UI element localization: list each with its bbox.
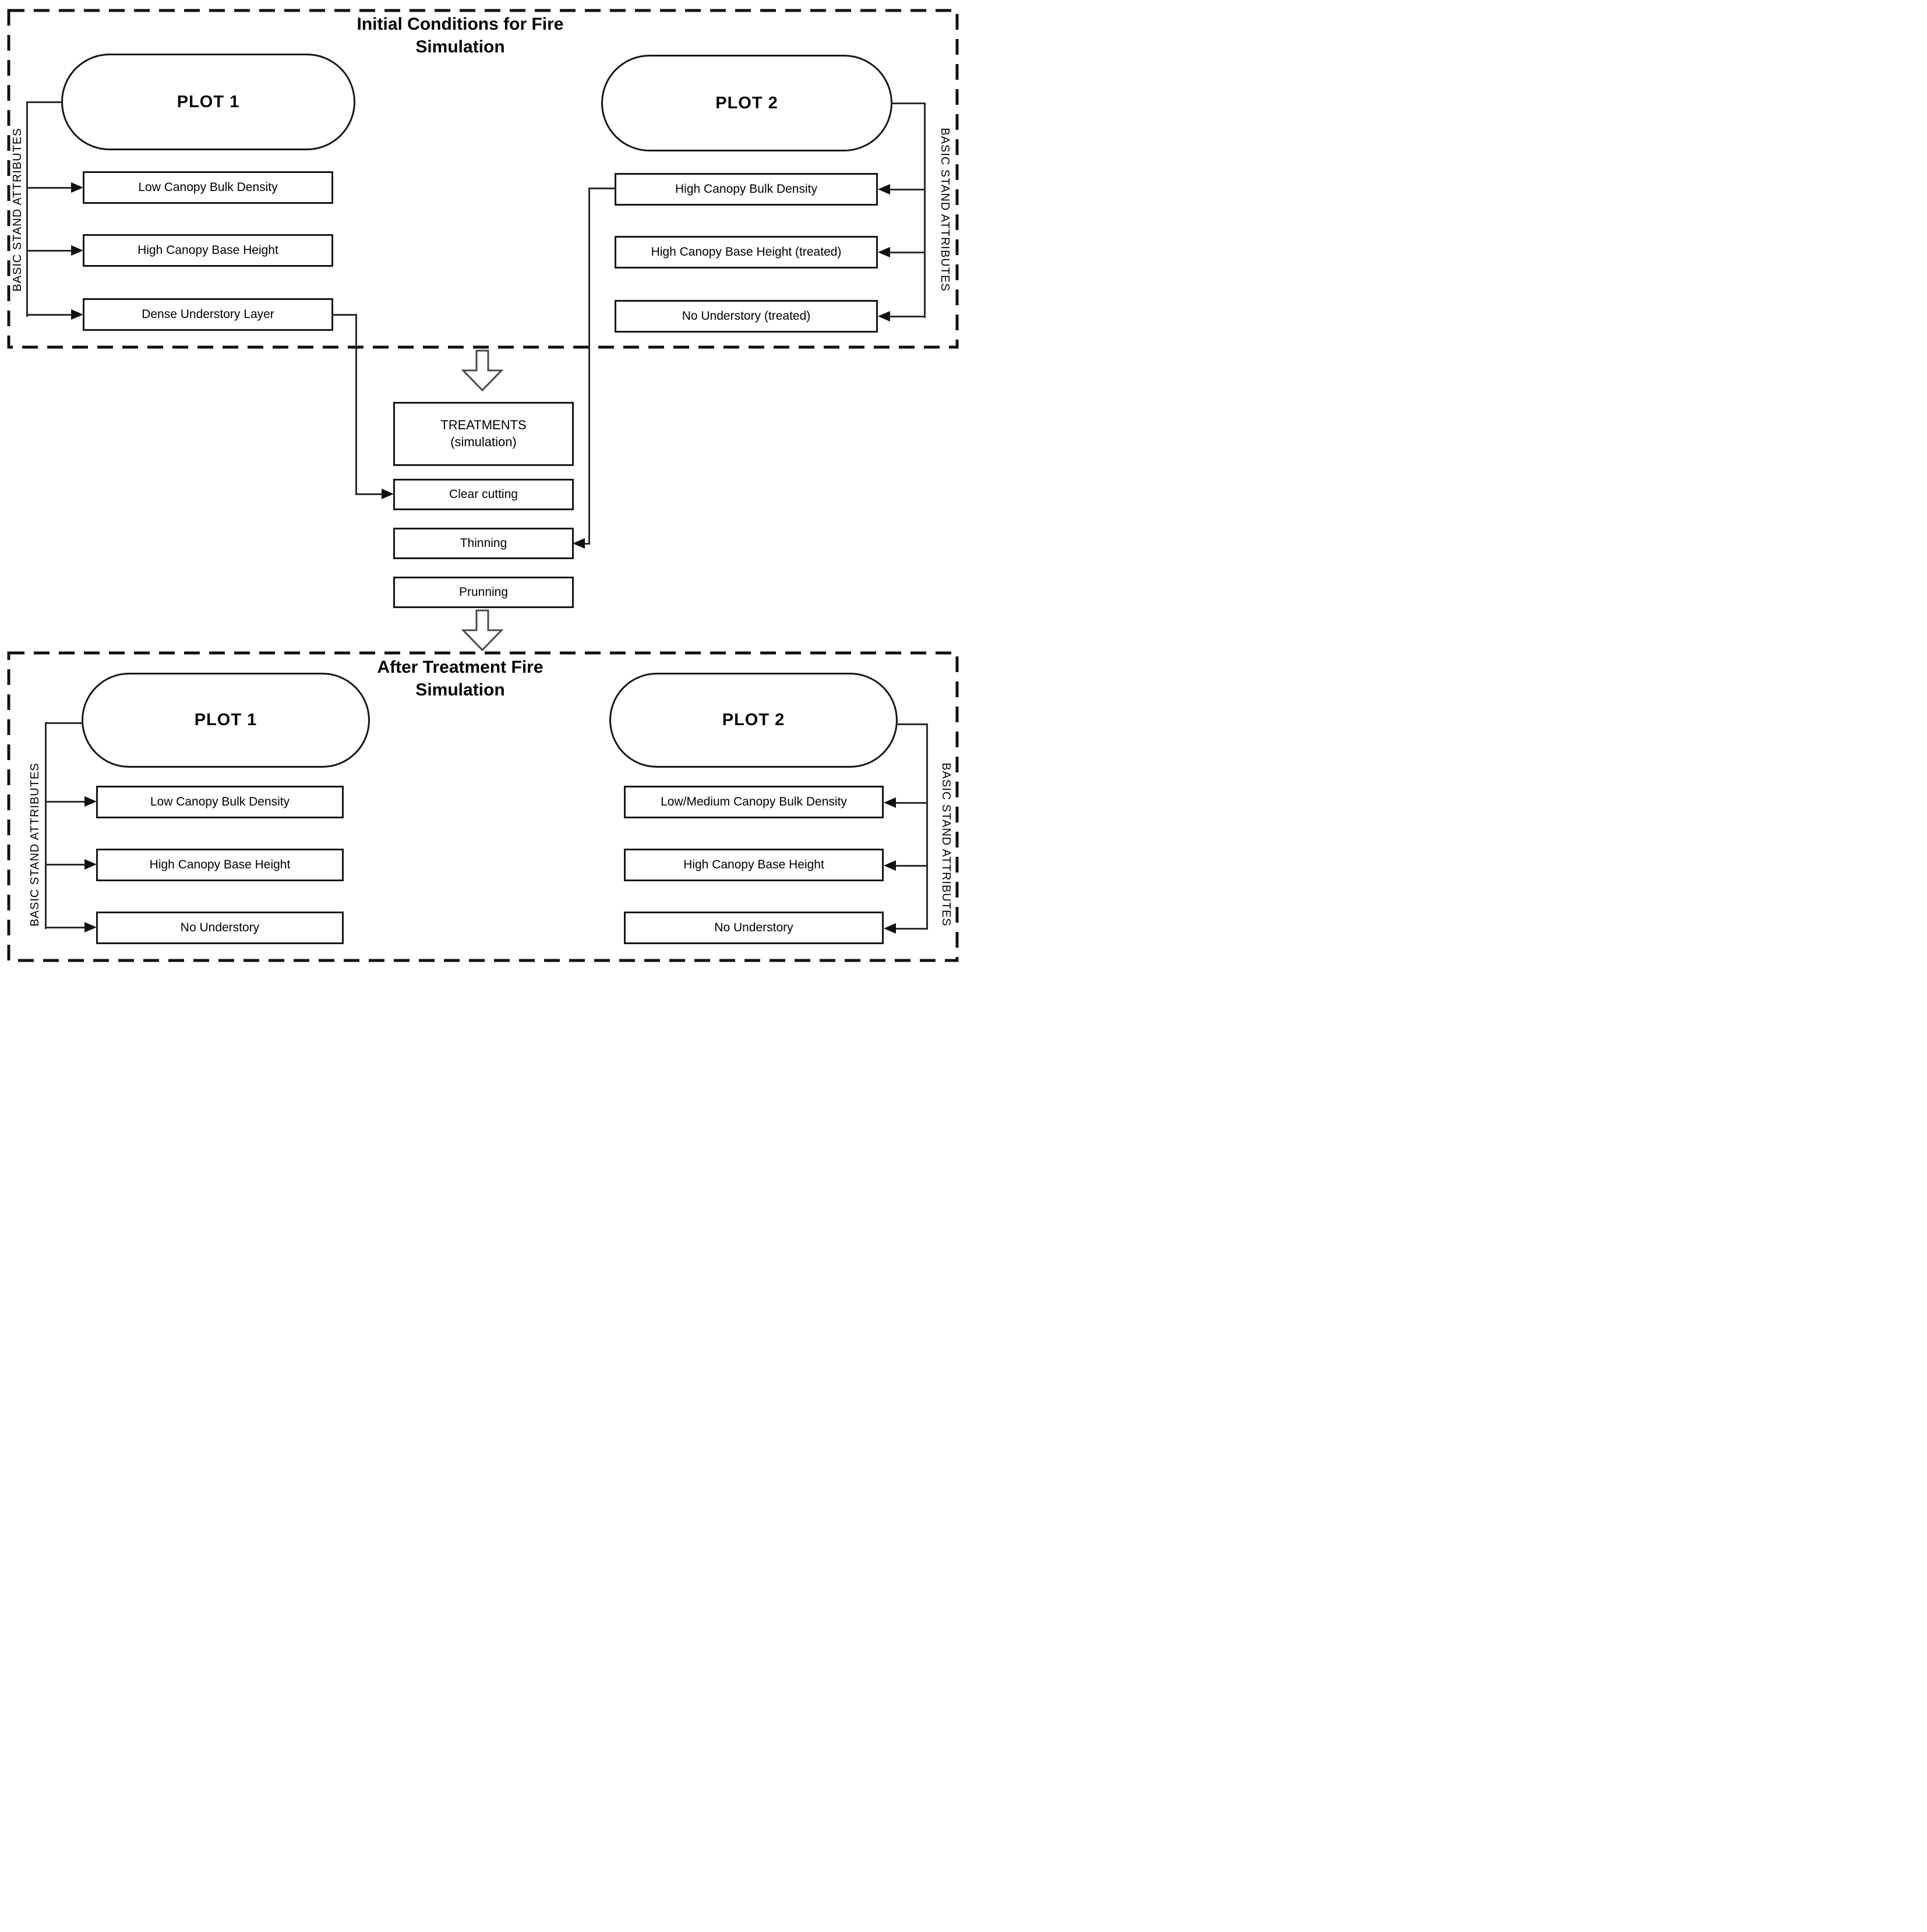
understory-to-clearcutting-vline (355, 314, 357, 495)
bottom-plot2-attribute-box-1: Low/Medium Canopy Bulk Density (624, 786, 884, 818)
bottom-plot2-side-label: BASIC STAND ATTRIBUTES (940, 762, 952, 927)
top-plot2-connector-vline (924, 103, 926, 318)
initial-conditions-title-line2: Simulation (415, 37, 505, 56)
arrowhead-left-icon (884, 797, 896, 808)
top-plot1-attribute-box-3: Dense Understory Layer (83, 298, 333, 331)
arrowhead-left-icon (884, 860, 896, 871)
top-plot1-branch-line-2 (26, 250, 71, 252)
bottom-plot1-shape: PLOT 1 (82, 673, 370, 768)
top-plot1-connector-stub (26, 101, 62, 103)
arrowhead-right-icon (84, 922, 97, 933)
top-plot2-connector-stub (891, 103, 926, 104)
bottom-plot2-attribute-box-2: High Canopy Base Height (624, 849, 884, 881)
arrowhead-right-icon (382, 489, 394, 499)
top-plot1-branch-line-3 (26, 314, 71, 316)
bottom-plot2-attribute-label-3: No Understory (714, 921, 793, 935)
bottom-plot1-attribute-label-1: Low Canopy Bulk Density (150, 795, 290, 809)
treatment-box-clear-cutting: Clear cutting (393, 479, 574, 510)
treatment-label-thinning: Thinning (460, 536, 507, 550)
bottom-plot2-branch-line-3 (895, 928, 928, 930)
top-plot2-side-label: BASIC STAND ATTRIBUTES (938, 128, 951, 292)
bottom-plot1-branch-line-2 (45, 864, 84, 866)
arrowhead-left-icon (884, 923, 896, 934)
top-plot2-branch-line-1 (890, 189, 926, 190)
top-plot2-branch-line-2 (890, 252, 926, 253)
treatments-box-line2: (simulation) (450, 435, 517, 449)
treatment-box-thinning: Thinning (393, 528, 574, 559)
top-plot1-attribute-box-1: Low Canopy Bulk Density (83, 171, 333, 204)
after-treatment-title: After Treatment Fire Simulation (192, 656, 728, 701)
after-treatment-title-line2: Simulation (415, 680, 505, 700)
top-plot1-attribute-label-3: Dense Understory Layer (142, 308, 274, 322)
bulkdensity-to-thinning-hline (584, 543, 590, 545)
top-plot1-attribute-label-2: High Canopy Base Height (137, 243, 278, 257)
bottom-plot2-connector-stub (896, 723, 928, 725)
after-treatment-title-line1: After Treatment Fire (377, 658, 543, 677)
treatment-label-clear-cutting: Clear cutting (449, 488, 518, 501)
top-plot2-attribute-label-2: High Canopy Base Height (treated) (651, 245, 842, 259)
down-arrow-icon (461, 349, 503, 391)
bulkdensity-to-thinning-vline (588, 188, 590, 545)
top-plot2-shape: PLOT 2 (601, 55, 892, 151)
arrowhead-right-icon (71, 309, 83, 320)
bottom-plot2-connector-vline (926, 723, 928, 929)
top-plot1-connector-vline (26, 101, 28, 317)
bottom-plot2-attribute-label-2: High Canopy Base Height (683, 858, 824, 872)
top-plot1-branch-line-1 (26, 187, 71, 189)
bottom-plot1-connector-vline (45, 722, 47, 929)
top-plot1-shape: PLOT 1 (61, 54, 355, 150)
treatment-box-prunning: Prunning (393, 577, 574, 608)
bottom-plot2-attribute-box-3: No Understory (624, 912, 884, 944)
bottom-plot1-attribute-box-3: No Understory (96, 912, 344, 944)
bottom-plot1-connector-stub (45, 722, 83, 724)
top-plot2-label: PLOT 2 (715, 93, 778, 112)
arrowhead-right-icon (71, 245, 83, 256)
bottom-plot1-attribute-label-2: High Canopy Base Height (149, 858, 291, 872)
treatments-box-line1: TREATMENTS (440, 418, 527, 433)
bottom-plot2-branch-line-1 (895, 802, 928, 804)
top-plot2-attribute-label-3: No Understory (treated) (682, 309, 811, 323)
treatments-box: TREATMENTS (simulation) (393, 402, 574, 466)
top-plot1-side-label: BASIC STAND ATTRIBUTES (11, 128, 24, 292)
initial-conditions-title-line1: Initial Conditions for Fire (357, 15, 564, 34)
understory-to-clearcutting-hline (355, 493, 383, 495)
down-arrow-icon (461, 609, 503, 651)
bottom-plot2-label: PLOT 2 (722, 711, 785, 729)
arrowhead-left-icon (878, 247, 890, 257)
top-plot1-attribute-box-2: High Canopy Base Height (83, 234, 333, 267)
bottom-plot1-attribute-label-3: No Understory (180, 921, 260, 935)
bottom-plot1-branch-line-1 (45, 801, 84, 803)
top-plot1-attribute-label-1: Low Canopy Bulk Density (138, 181, 278, 195)
arrowhead-right-icon (71, 182, 83, 193)
top-plot2-branch-line-3 (890, 316, 926, 317)
top-plot2-attribute-box-2: High Canopy Base Height (treated) (615, 236, 878, 269)
top-plot1-label: PLOT 1 (177, 92, 240, 111)
understory-to-clearcutting-stub (333, 314, 357, 316)
bottom-plot2-branch-line-2 (895, 865, 928, 867)
arrowhead-left-icon (573, 538, 585, 549)
bulkdensity-to-thinning-stub (588, 188, 615, 189)
arrowhead-left-icon (878, 311, 890, 322)
top-plot2-attribute-label-1: High Canopy Bulk Density (675, 182, 817, 196)
bottom-plot2-attribute-label-1: Low/Medium Canopy Bulk Density (661, 795, 847, 809)
treatment-label-prunning: Prunning (458, 585, 509, 599)
arrowhead-left-icon (878, 184, 890, 195)
bottom-plot1-label: PLOT 1 (194, 711, 257, 729)
top-plot2-attribute-box-1: High Canopy Bulk Density (615, 173, 878, 206)
arrowhead-right-icon (84, 796, 97, 807)
fire-simulation-flowchart: Initial Conditions for Fire Simulation P… (0, 0, 963, 966)
initial-conditions-title: Initial Conditions for Fire Simulation (192, 13, 728, 58)
bottom-plot1-attribute-box-1: Low Canopy Bulk Density (96, 786, 344, 818)
bottom-plot1-attribute-box-2: High Canopy Base Height (96, 849, 344, 881)
bottom-plot1-side-label: BASIC STAND ATTRIBUTES (29, 762, 41, 927)
bottom-plot2-shape: PLOT 2 (609, 673, 898, 768)
top-plot2-attribute-box-3: No Understory (treated) (615, 300, 878, 333)
bottom-plot1-branch-line-3 (45, 927, 84, 928)
arrowhead-right-icon (84, 859, 97, 870)
